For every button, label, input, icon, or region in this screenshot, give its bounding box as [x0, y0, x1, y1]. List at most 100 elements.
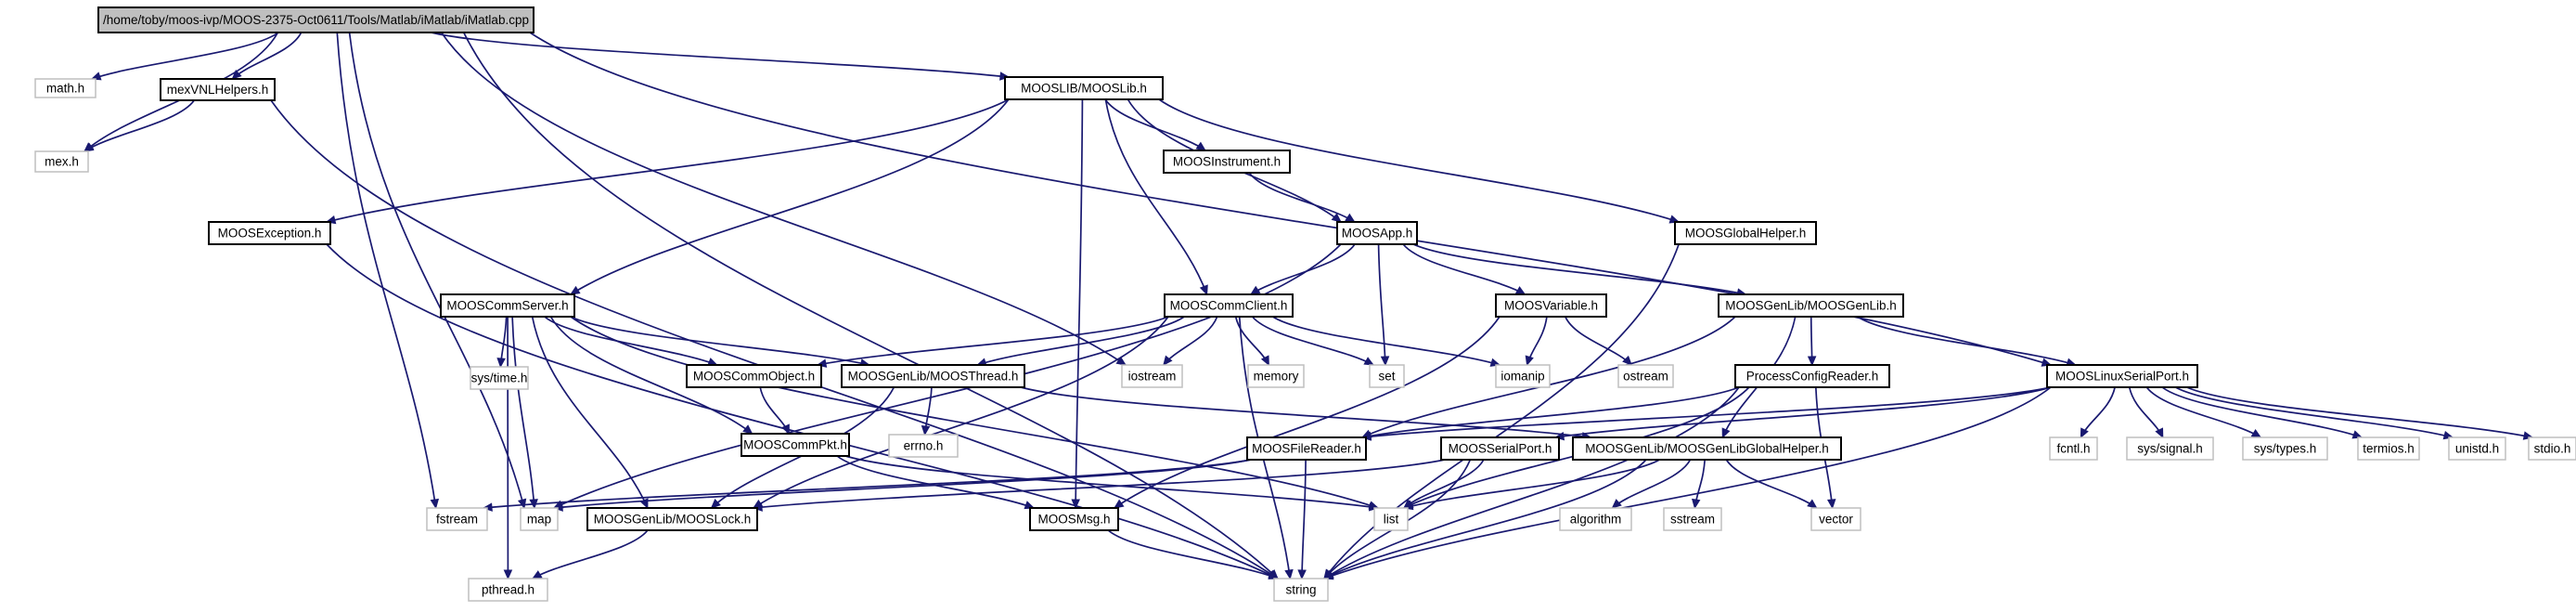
arrowhead — [1071, 499, 1080, 510]
node-label: mex.h — [45, 155, 79, 169]
node-box — [520, 507, 559, 531]
node-mooscommobject-h[interactable]: MOOSCommObject.h — [686, 364, 822, 388]
edge-line — [549, 316, 753, 435]
node-moosfilereader-h[interactable]: MOOSFileReader.h — [1246, 436, 1367, 461]
edge-line — [1554, 386, 2052, 438]
node-moosserialport-h[interactable]: MOOSSerialPort.h — [1440, 436, 1560, 461]
arrowhead — [231, 70, 242, 80]
edge-mooslib-to-commserver — [569, 98, 1010, 295]
node-box — [1718, 293, 1904, 318]
edge-line — [844, 455, 1379, 509]
edge-root-to-fstream — [336, 32, 440, 510]
arrowhead — [2080, 427, 2089, 439]
edge-line — [531, 316, 649, 509]
node-iomanip: iomanip — [1495, 364, 1551, 388]
node-moosinstrument-h[interactable]: MOOSInstrument.h — [1163, 150, 1291, 174]
node-label: termios.h — [2363, 442, 2415, 456]
node-label: MOOSVariable.h — [1504, 299, 1598, 313]
node-label: MOOSLIB/MOOSLib.h — [1021, 82, 1147, 96]
edge-commserver-to-systime — [496, 316, 508, 369]
arrowhead — [1297, 569, 1307, 580]
node-moosgenlib-moosthread-h[interactable]: MOOSGenLib/MOOSThread.h — [841, 364, 1025, 388]
arrowhead — [1199, 284, 1208, 296]
edge-line — [1361, 386, 1740, 438]
node-termios-h: termios.h — [2357, 436, 2420, 461]
arrowhead — [1163, 355, 1173, 366]
edge-linuxserial-to-fcntl — [2080, 386, 2116, 439]
node-mooscommpkt-h[interactable]: MOOSCommPkt.h — [741, 433, 850, 457]
node-home-toby-moos-ivp-moos-2375-oct0611-tools-matlab-imatlab-imatlab-cpp[interactable]: /home/toby/moos-ivp/MOOS-2375-Oct0611/To… — [97, 7, 535, 33]
node-box — [1164, 293, 1294, 318]
node-pthread-h: pthread.h — [468, 578, 548, 602]
node-box — [208, 221, 331, 245]
edge-instrument-to-moosapp — [1248, 172, 1356, 223]
node-mooscommclient-h[interactable]: MOOSCommClient.h — [1164, 293, 1294, 318]
node-box — [2242, 436, 2328, 461]
node-moosgenlib-mooslock-h[interactable]: MOOSGenLib/MOOSLock.h — [586, 507, 758, 531]
node-box — [2049, 436, 2098, 461]
arrowhead — [1692, 498, 1701, 510]
node-label: MOOSFileReader.h — [1252, 442, 1361, 456]
node-label: MOOSMsg.h — [1037, 513, 1110, 527]
node-box — [2448, 436, 2506, 461]
node-label: unistd.h — [2455, 442, 2499, 456]
edge-genlibglobal-to-vector — [1725, 459, 1818, 509]
node-stdio-h: stdio.h — [2528, 436, 2576, 461]
node-moosgenlib-moosgenlib-h[interactable]: MOOSGenLib/MOOSGenLib.h — [1718, 293, 1904, 318]
edge-line — [2174, 386, 2454, 438]
node-box — [1369, 364, 1405, 388]
node-moosvariable-h[interactable]: MOOSVariable.h — [1495, 293, 1607, 318]
edge-mooslib-to-exception — [325, 98, 1010, 225]
edge-line — [1020, 386, 1591, 438]
arrowhead — [496, 358, 506, 369]
edge-line — [2145, 386, 2261, 438]
node-box — [1121, 364, 1183, 388]
node-box — [34, 78, 97, 98]
node-label: MOOSGlobalHelper.h — [1685, 227, 1807, 241]
node-unistd-h: unistd.h — [2448, 436, 2506, 461]
node-set: set — [1369, 364, 1405, 388]
node-box — [440, 293, 575, 318]
edge-line — [91, 32, 279, 80]
node-fcntl-h: fcntl.h — [2049, 436, 2098, 461]
node-box — [1572, 436, 1842, 461]
node-box — [1163, 150, 1291, 174]
node-box — [1617, 364, 1674, 388]
edge-line — [2128, 386, 2164, 438]
node-moosmsg-h[interactable]: MOOSMsg.h — [1029, 507, 1119, 531]
node-mexvnlhelpers-h[interactable]: mexVNLHelpers.h — [160, 78, 276, 101]
edge-genlibglobal-to-algorithm — [1611, 459, 1692, 509]
arrowhead — [2250, 428, 2262, 438]
node-vector: vector — [1810, 507, 1861, 531]
arrowhead — [1115, 356, 1127, 366]
node-moosgenlib-moosgenlibglobalhelper-h[interactable]: MOOSGenLib/MOOSGenLibGlobalHelper.h — [1572, 436, 1842, 461]
edge-root-to-mooslib — [431, 32, 1011, 81]
edge-root-to-map — [348, 32, 527, 510]
edge-root-to-string — [462, 32, 1279, 579]
node-mooslinuxserialport-h[interactable]: MOOSLinuxSerialPort.h — [2046, 364, 2198, 388]
edge-line — [511, 316, 535, 509]
edge-variable-to-ostream — [1565, 316, 1633, 366]
node-mooslib-mooslib-h[interactable]: MOOSLIB/MOOSLib.h — [1004, 76, 1164, 100]
edge-line — [483, 459, 1252, 509]
node-moosglobalhelper-h[interactable]: MOOSGlobalHelper.h — [1674, 221, 1817, 245]
node-processconfigreader-h[interactable]: ProcessConfigReader.h — [1734, 364, 1890, 388]
edge-variable-to-moosmsg — [1113, 316, 1501, 509]
edge-root-to-iostream — [440, 32, 1127, 366]
node-label: vector — [1819, 513, 1853, 527]
edge-line — [570, 98, 1010, 295]
node-mooscommserver-h[interactable]: MOOSCommServer.h — [440, 293, 575, 318]
node-memory: memory — [1247, 364, 1305, 388]
edge-commclient-to-set — [1251, 316, 1375, 366]
edge-line — [570, 316, 1379, 509]
edge-line — [544, 316, 717, 366]
edge-line — [431, 32, 1010, 78]
edge-line — [462, 32, 1279, 579]
edge-moosmsg-to-string — [1107, 529, 1280, 579]
node-box — [2046, 364, 2198, 388]
node-box — [1559, 507, 1632, 531]
node-mex-h: mex.h — [34, 150, 89, 173]
edge-line — [1403, 459, 1660, 509]
node-moosexception-h[interactable]: MOOSException.h — [208, 221, 331, 245]
node-moosapp-h[interactable]: MOOSApp.h — [1336, 221, 1418, 245]
